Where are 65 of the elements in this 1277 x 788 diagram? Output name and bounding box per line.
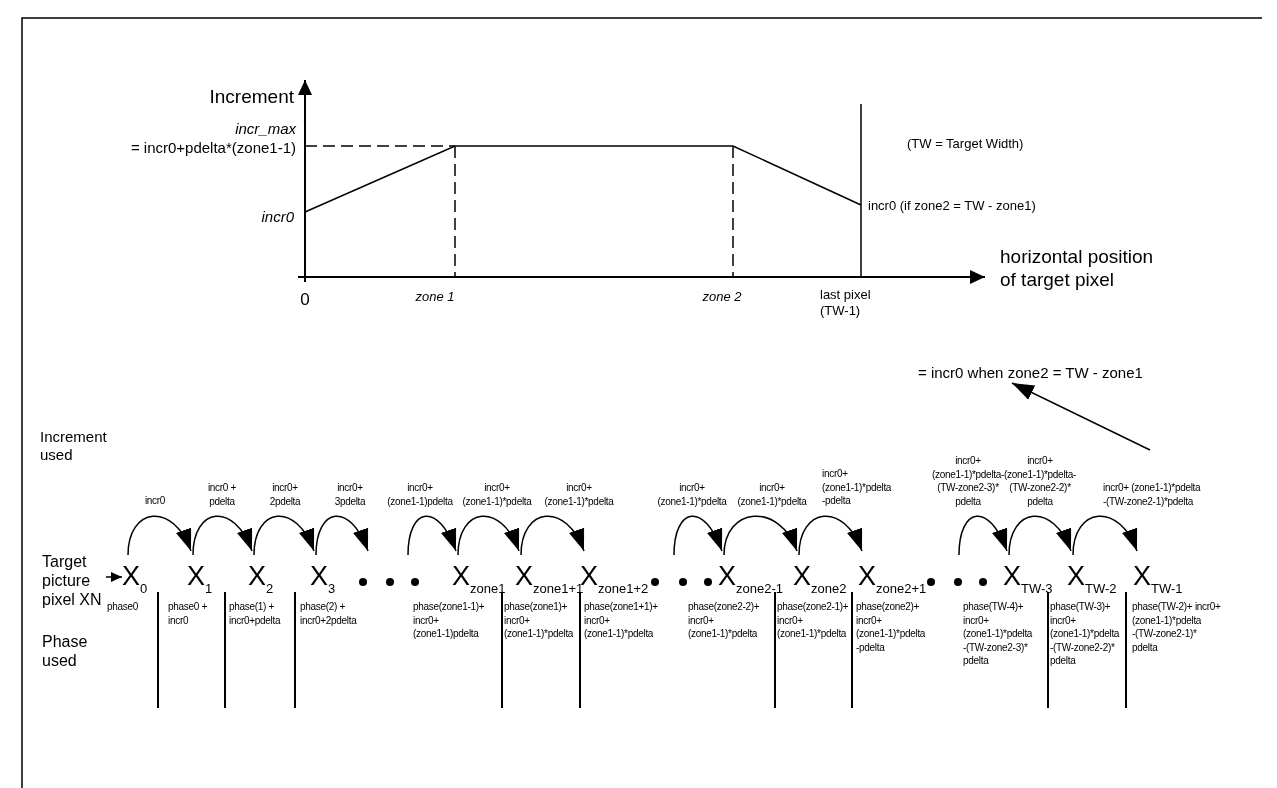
phase-label: phase(zone1-1)+ incr0+ (zone1-1)pdelta [413,600,486,641]
phase-label: phase(zone2-2)+ incr0+ (zone1-1)*pdelta [688,600,761,641]
edge-label: incr0+ (zone1-1)*pdelta [543,481,615,508]
row-label: Increment used [40,428,108,464]
pixel-label: X$_{TW-2}$ [1067,563,1117,595]
tick-label: last pixel (TW-1) [820,287,872,319]
curved-arrow [520,515,585,556]
row-label: Target picture pixel XN [42,552,106,610]
axis-value-label: incr_max [234,120,296,138]
edge-label: incr0+ 3pdelta [333,481,367,508]
axis-title: horizontal position of target pixel [1000,246,1155,292]
tick-label: zone 2 [701,289,743,305]
pixel-label: X$_{zone2+1}$ [858,563,927,595]
edge-label: incr0+ (zone1-1)*pdelta [461,481,533,508]
tick-label: 0 [299,290,311,311]
edge-label: incr0+ 2pdelta [268,481,302,508]
curved-arrow [958,515,1008,556]
axis-title: Increment [208,86,294,109]
curved-arrow [407,515,457,556]
curved-arrow [798,515,863,556]
pixel-label: X$_{zone2-1}$ [718,563,783,595]
edge-label: incr0+ (zone1-1)*pdelta [656,481,728,508]
pixel-label: X$_{2}$ [248,563,274,595]
phase-label: phase0 + incr0 [168,600,209,627]
phase-label: phase(2) + incr0+2pdelta [300,600,358,627]
pixel-label: X$_{zone2}$ [793,563,847,595]
pixel-label: X$_{TW-3}$ [1003,563,1053,595]
pixel-label: X$_{3}$ [310,563,336,595]
axis-value-label: = incr0+pdelta*(zone1-1) [129,139,296,157]
pixel-label: X$_{zone1}$ [452,563,506,595]
arrow [105,572,123,582]
row-label: Phase used [42,632,89,671]
arrow [1011,382,1151,451]
curved-arrow [1008,515,1072,556]
curved-arrow [192,515,253,556]
curved-arrow [315,515,369,556]
phase-label: phase(TW-4)+ incr0+ (zone1-1)*pdelta -(TW-zone2-3)* pdelta [963,600,1034,668]
edge-label: incr0+ (zone1-1)*pdelta -pdelta [822,467,893,508]
edge-label: incr0+ (zone1-1)*pdelta -(TW-zone2-1)*pdelta [1103,481,1202,508]
curved-arrow [457,515,520,556]
edge-label: incr0+ (zone1-1)pdelta [386,481,454,508]
phase-label: phase0 [107,600,139,614]
curved-arrow [127,515,192,556]
pixel-label: X$_{1}$ [187,563,213,595]
phase-label: phase(TW-3)+ incr0+ (zone1-1)*pdelta -(TW-zone2-2)* pdelta [1050,600,1121,668]
curved-arrow [673,515,723,556]
pixel-label: X$_{TW-1}$ [1133,563,1183,595]
pixel-label: X$_{0}$ [122,563,148,595]
tick-label: zone 1 [414,289,456,305]
curved-arrow [253,515,315,556]
phase-label: phase(1) + incr0+pdelta [229,600,282,627]
curved-arrow [723,515,798,556]
edge-label: incr0 [143,494,167,508]
phase-label: phase(TW-2)+ incr0+ (zone1-1)*pdelta -(TW-zone2-1)* pdelta [1132,600,1222,654]
phase-label: phase(zone2-1)+ incr0+ (zone1-1)*pdelta [777,600,850,641]
note-text: (TW = Target Width) [907,136,1025,152]
phase-label: phase(zone1)+ incr0+ (zone1-1)*pdelta [504,600,575,641]
axis-value-label: incr0 [260,208,294,226]
note-text: = incr0 when zone2 = TW - zone1 [918,364,1143,381]
edge-label: incr0+ (zone1-1)*pdelta [736,481,808,508]
edge-label: incr0 + pdelta [206,481,238,508]
phase-label: phase(zone1+1)+ incr0+ (zone1-1)*pdelta [584,600,659,641]
phase-label: phase(zone2)+ incr0+ (zone1-1)*pdelta -pdelta [856,600,927,654]
curved-arrow [1072,515,1138,556]
axis-value-label: incr0 (if zone2 = TW - zone1) [868,198,1037,214]
